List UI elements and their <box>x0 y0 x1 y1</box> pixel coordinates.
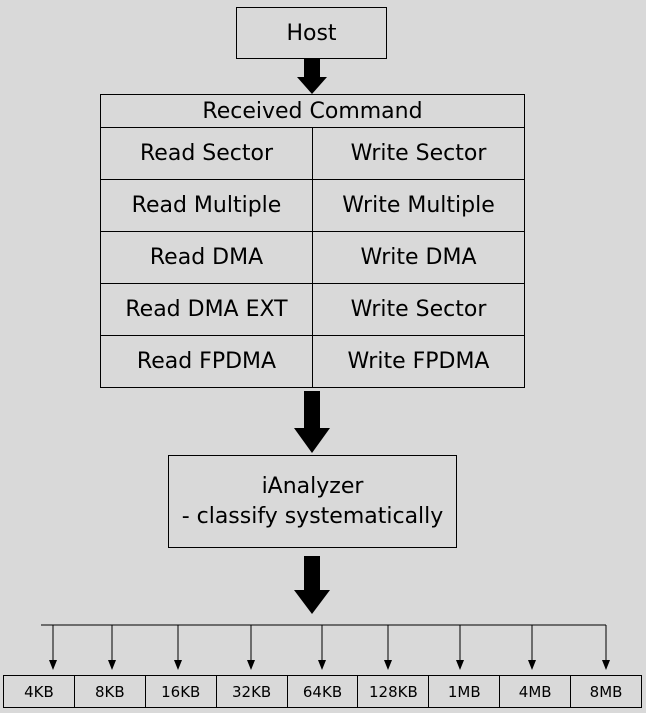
size-bucket-cell: 4MB <box>499 675 572 708</box>
table-row: Read DMA Write DMA <box>100 231 525 284</box>
fanout-arrowhead <box>174 660 182 670</box>
table-row: Read FPDMA Write FPDMA <box>100 335 525 388</box>
command-cell: Write DMA <box>312 231 525 284</box>
command-cell: Write Multiple <box>312 179 525 232</box>
ianalyzer-title: iAnalyzer <box>261 473 364 499</box>
fanout-arrowhead <box>108 660 116 670</box>
command-cell: Read Multiple <box>100 179 313 232</box>
fanout-arrowhead <box>456 660 464 670</box>
received-command-table: Received Command Read Sector Write Secto… <box>100 94 525 388</box>
size-bucket-cell: 64KB <box>286 675 359 708</box>
fanout-arrows <box>49 625 610 670</box>
fanout-arrowhead <box>384 660 392 670</box>
command-cell: Write Sector <box>312 283 525 336</box>
size-bucket-cell: 8KB <box>73 675 146 708</box>
fanout-arrowhead <box>602 660 610 670</box>
received-command-header: Received Command <box>100 94 525 128</box>
size-bucket-cell: 1MB <box>428 675 501 708</box>
table-row: Read DMA EXT Write Sector <box>100 283 525 336</box>
ianalyzer-subtitle: - classify systematically <box>181 503 444 529</box>
fanout-arrowhead <box>247 660 255 670</box>
fanout-arrowhead <box>528 660 536 670</box>
command-cell: Read FPDMA <box>100 335 313 388</box>
size-bucket-cell: 8MB <box>570 675 643 708</box>
table-row: Read Multiple Write Multiple <box>100 179 525 232</box>
command-cell: Read Sector <box>100 127 313 180</box>
command-cell: Write Sector <box>312 127 525 180</box>
size-bucket-cell: 32KB <box>215 675 288 708</box>
table-row: Read Sector Write Sector <box>100 127 525 180</box>
size-bucket-cell: 16KB <box>144 675 217 708</box>
command-cell: Read DMA EXT <box>100 283 313 336</box>
size-bucket-cell: 4KB <box>3 675 75 708</box>
command-cell: Read DMA <box>100 231 313 284</box>
arrow-host-to-commands <box>297 59 327 94</box>
fanout-arrowhead <box>318 660 326 670</box>
host-label: Host <box>286 20 337 46</box>
fanout-arrowhead <box>49 660 57 670</box>
ianalyzer-box: iAnalyzer - classify systematically <box>168 455 457 548</box>
command-cell: Write FPDMA <box>312 335 525 388</box>
host-box: Host <box>236 7 387 59</box>
arrow-commands-to-analyzer <box>294 391 330 453</box>
arrow-analyzer-to-sizes <box>294 556 330 614</box>
size-bucket-cell: 128KB <box>357 675 430 708</box>
